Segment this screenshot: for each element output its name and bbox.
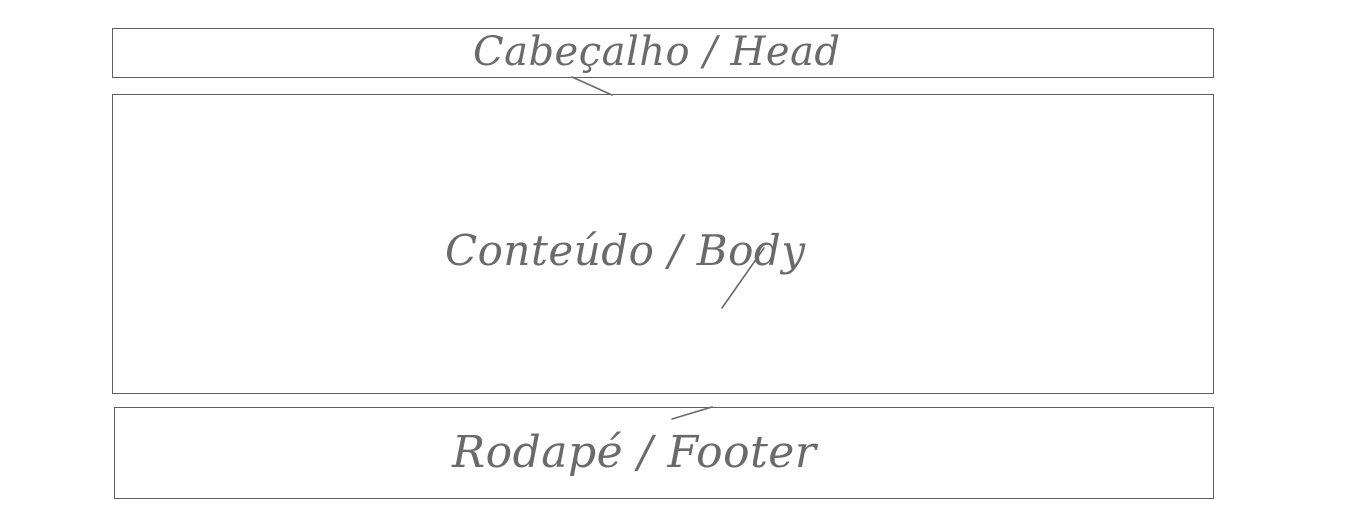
head-pen-stroke bbox=[571, 76, 613, 96]
body-section-box bbox=[112, 94, 1214, 394]
body-label: Conteúdo / Body bbox=[445, 226, 806, 275]
footer-label: Rodapé / Footer bbox=[452, 427, 817, 478]
footer-section-box bbox=[114, 407, 1214, 499]
head-section-box bbox=[112, 28, 1214, 78]
head-label: Cabeçalho / Head bbox=[473, 29, 841, 75]
